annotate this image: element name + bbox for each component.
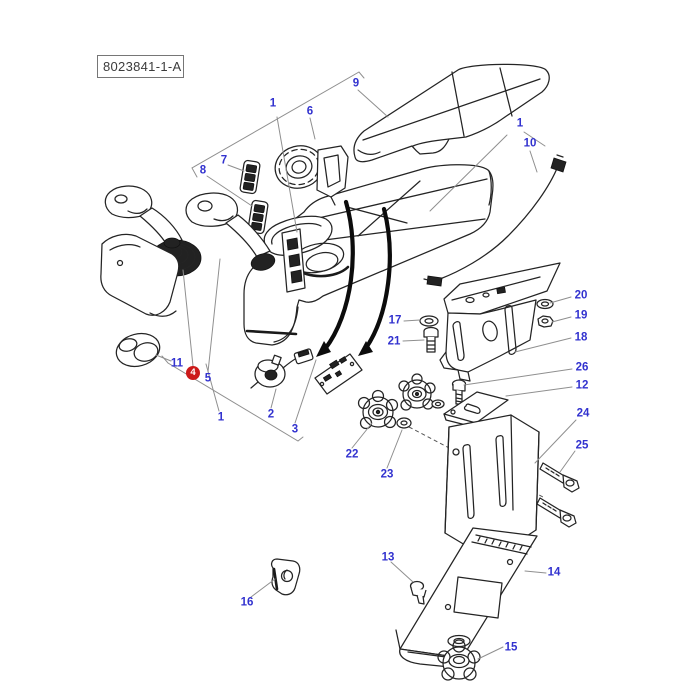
washer-20: [537, 300, 553, 309]
dial-bracket: [317, 146, 348, 205]
drawing-number-label: 8023841-1-A: [97, 55, 184, 78]
knob-22-right: [399, 374, 435, 410]
callout-26: 26: [575, 361, 589, 374]
callout-23: 23: [380, 468, 394, 481]
mounting-bracket: [440, 263, 560, 381]
callout-14: 14: [547, 566, 561, 579]
bolt-26: [453, 380, 466, 404]
cap-cover-11: [113, 329, 164, 371]
callout-15: 15: [504, 641, 518, 654]
callout-20: 20: [574, 289, 588, 302]
callout-2: 2: [267, 408, 275, 421]
armrest-cushion: [354, 64, 549, 161]
nut-19: [538, 316, 553, 327]
callout-19: 19: [574, 309, 588, 322]
joystick-right-grip: [186, 193, 277, 273]
u-bracket: [445, 415, 539, 560]
callout-bracket-lines: [162, 72, 545, 441]
switch-panel-plate: [282, 229, 305, 292]
callout-4-highlighted: 4: [186, 366, 200, 380]
clip-16: [272, 559, 300, 595]
washer-23: [397, 418, 411, 428]
callout-1: 1: [217, 411, 225, 424]
button-panel-upper: [240, 160, 261, 194]
callout-25: 25: [575, 439, 589, 452]
joystick-left-grip: [105, 186, 182, 245]
side-cover-panel: [101, 234, 179, 316]
assembly-direction-arrows: [316, 202, 390, 357]
callout-8: 8: [199, 164, 207, 177]
bolt-24: [540, 463, 579, 492]
callout-22: 22: [345, 448, 359, 461]
knob-22-left: [359, 391, 398, 429]
callout-24: 24: [576, 407, 590, 420]
callout-3: 3: [291, 423, 299, 436]
callout-21: 21: [387, 335, 401, 348]
bolt-25: [537, 498, 576, 527]
callout-9: 9: [352, 77, 360, 90]
leader-lines: [156, 90, 576, 659]
washer-17: [420, 316, 438, 326]
callout-11: 11: [170, 357, 184, 370]
callout-18: 18: [574, 331, 588, 344]
callout-7: 7: [220, 154, 228, 167]
callout-10: 10: [523, 137, 537, 150]
harness-cable: [424, 155, 566, 286]
screw-13: [411, 582, 427, 605]
callout-5: 5: [204, 372, 212, 385]
circuit-board: [315, 354, 362, 394]
callout-12: 12: [575, 379, 589, 392]
callout-17: 17: [388, 314, 402, 327]
encoder-switch: [251, 348, 313, 388]
callout-16: 16: [240, 596, 254, 609]
bolt-21: [424, 328, 438, 353]
callout-6: 6: [306, 105, 314, 118]
callout-13: 13: [381, 551, 395, 564]
callout-1: 1: [516, 117, 524, 130]
callout-1: 1: [269, 97, 277, 110]
washer-small: [432, 400, 444, 408]
star-knob-15: [438, 640, 480, 680]
